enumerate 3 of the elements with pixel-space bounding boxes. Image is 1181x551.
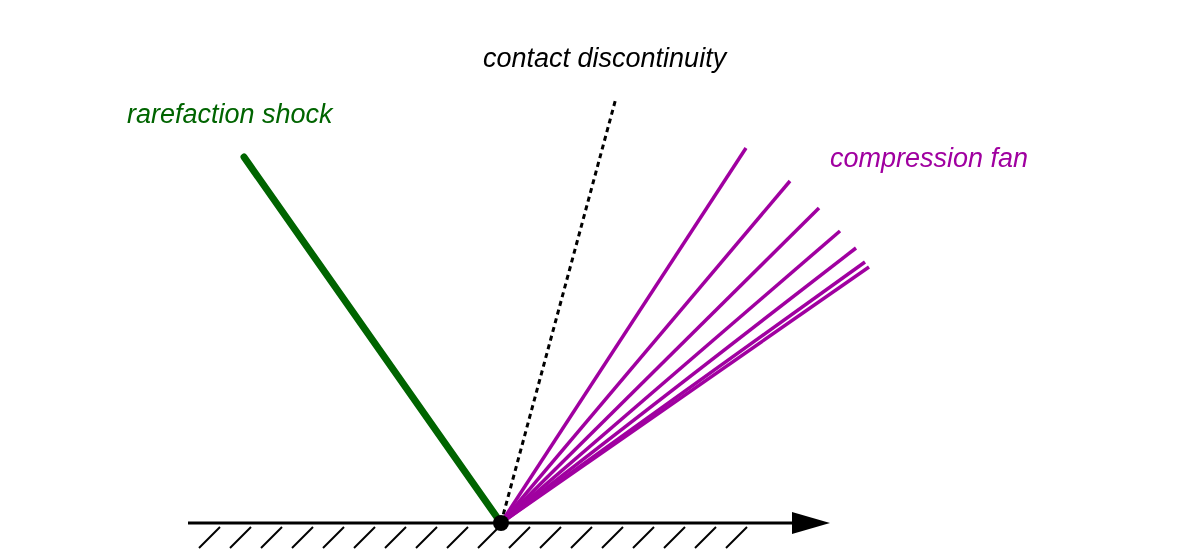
line-label: compression fan	[830, 142, 1029, 175]
line-label: contact discontinuity	[483, 42, 727, 75]
line-label: rarefaction shock	[127, 98, 333, 131]
